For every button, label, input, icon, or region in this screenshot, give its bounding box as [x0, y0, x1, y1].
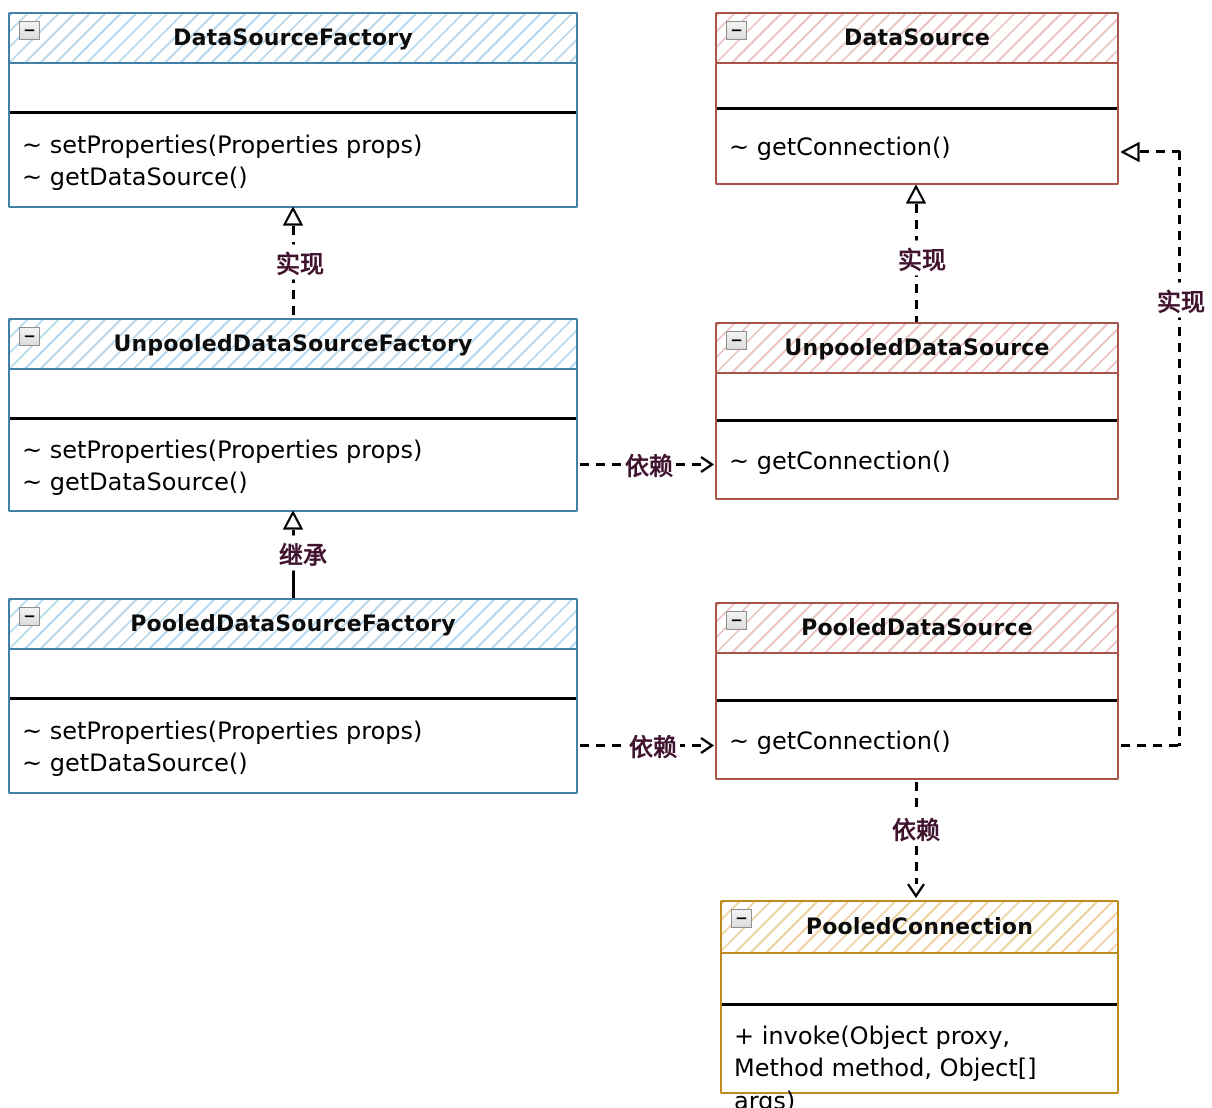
class-name: DataSource — [844, 25, 990, 51]
class-title-bar: − PooledDataSourceFactory — [10, 600, 576, 650]
methods-section: ~ setProperties(Properties props) ~ getD… — [10, 114, 576, 206]
edge-label: 实现 — [1154, 282, 1208, 318]
methods-section: ~ setProperties(Properties props) ~ getD… — [10, 700, 576, 792]
hollow-triangle-up-icon — [282, 206, 304, 226]
open-arrow-down-icon — [906, 882, 926, 899]
edge-realization-line — [1121, 744, 1181, 747]
fields-section — [717, 654, 1117, 702]
class-title-bar: − DataSourceFactory — [10, 14, 576, 64]
class-name: PooledDataSource — [801, 615, 1033, 641]
method: ~ getConnection() — [729, 726, 951, 755]
methods-section: ~ getConnection() — [717, 422, 1117, 498]
class-title-bar: − UnpooledDataSource — [717, 324, 1117, 374]
methods-section: ~ setProperties(Properties props) ~ getD… — [10, 420, 576, 510]
edge-label: 依赖 — [889, 810, 943, 846]
edge-label: 实现 — [273, 244, 327, 280]
edge-label: 依赖 — [622, 446, 676, 482]
fields-section — [717, 64, 1117, 110]
fields-section — [10, 370, 576, 420]
collapse-icon[interactable]: − — [726, 611, 747, 630]
class-title-bar: − PooledDataSource — [717, 604, 1117, 654]
hollow-triangle-left-icon — [1120, 141, 1140, 163]
class-title-bar: − UnpooledDataSourceFactory — [10, 320, 576, 370]
class-name: PooledDataSourceFactory — [130, 611, 456, 637]
class-box-pooleddatasourcefactory[interactable]: − PooledDataSourceFactory ~ setPropertie… — [8, 598, 578, 794]
hollow-triangle-up-icon — [905, 184, 927, 204]
class-name: DataSourceFactory — [173, 25, 413, 51]
hollow-triangle-up-icon — [282, 510, 304, 530]
method: ~ setProperties(Properties props) — [22, 435, 423, 464]
method: ~ getDataSource() — [22, 163, 248, 191]
edge-label: 继承 — [276, 535, 330, 571]
class-name: UnpooledDataSourceFactory — [113, 331, 473, 357]
class-box-pooledconnection[interactable]: − PooledConnection + invoke(Object proxy… — [720, 900, 1119, 1108]
fields-section — [10, 64, 576, 114]
collapse-icon[interactable]: − — [731, 909, 752, 928]
methods-section: ~ getConnection() — [717, 110, 1117, 183]
fields-section — [722, 954, 1117, 1006]
method: ~ getConnection() — [729, 133, 951, 162]
class-title-bar: − DataSource — [717, 14, 1117, 64]
class-box-unpooleddatasourcefactory[interactable]: − UnpooledDataSourceFactory ~ setPropert… — [8, 318, 578, 512]
methods-section: ~ getConnection() — [717, 702, 1117, 778]
class-box-pooleddatasource[interactable]: − PooledDataSource ~ getConnection() — [715, 602, 1119, 780]
class-box-datasource[interactable]: − DataSource ~ getConnection() — [715, 12, 1119, 185]
collapse-icon[interactable]: − — [726, 21, 747, 40]
class-name: PooledConnection — [805, 914, 1034, 940]
collapse-icon[interactable]: − — [19, 21, 40, 40]
method: ~ getConnection() — [729, 446, 951, 475]
open-arrow-right-icon — [699, 455, 715, 474]
collapse-icon[interactable]: − — [726, 331, 747, 350]
methods-section: + invoke(Object proxy, Method method, Ob… — [722, 1006, 1117, 1108]
class-box-datasourcefactory[interactable]: − DataSourceFactory ~ setProperties(Prop… — [8, 12, 578, 208]
method: ~ setProperties(Properties props) — [22, 716, 423, 745]
edge-realization-line — [1140, 150, 1180, 153]
class-box-unpooleddatasource[interactable]: − UnpooledDataSource ~ getConnection() — [715, 322, 1119, 500]
collapse-icon[interactable]: − — [19, 607, 40, 626]
method: ~ getDataSource() — [22, 468, 248, 496]
method: ~ getDataSource() — [22, 749, 248, 777]
method: + invoke(Object proxy, Method method, Ob… — [734, 1022, 1045, 1108]
class-title-bar: − PooledConnection — [722, 902, 1117, 954]
class-name: UnpooledDataSource — [784, 335, 1050, 361]
edge-label: 依赖 — [626, 727, 680, 763]
open-arrow-right-icon — [699, 736, 715, 755]
method: ~ setProperties(Properties props) — [22, 130, 423, 159]
edge-realization-line — [1178, 151, 1181, 746]
fields-section — [10, 650, 576, 700]
edge-label: 实现 — [895, 240, 949, 276]
collapse-icon[interactable]: − — [19, 327, 40, 346]
fields-section — [717, 374, 1117, 422]
